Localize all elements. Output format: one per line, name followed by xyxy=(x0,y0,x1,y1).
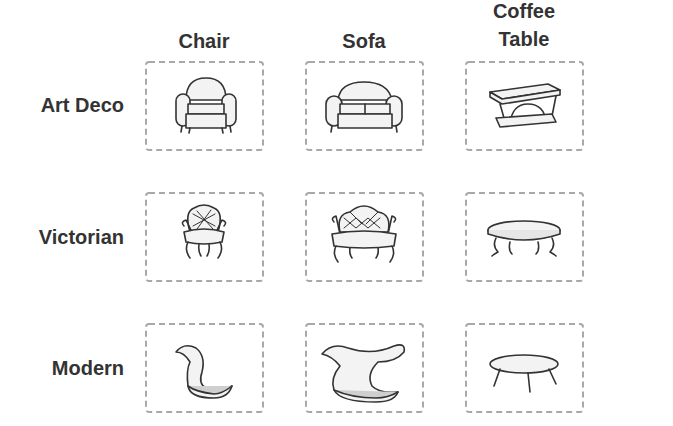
art-deco-coffee-table xyxy=(490,84,560,127)
art-deco-chair xyxy=(176,78,236,133)
row-heading-text: Victorian xyxy=(39,226,124,248)
art-deco-sofa xyxy=(326,82,402,132)
row-heading-text: Modern xyxy=(52,357,124,379)
column-heading-text: Coffee Table xyxy=(493,0,555,50)
victorian-coffee-table xyxy=(488,221,560,256)
modern-chair xyxy=(176,346,232,398)
column-heading-text: Chair xyxy=(178,30,229,52)
modern-sofa xyxy=(322,345,404,402)
victorian-chair xyxy=(182,205,225,258)
row-heading-text: Art Deco xyxy=(41,94,124,116)
column-heading: Chair xyxy=(164,27,244,55)
column-heading: Coffee Table xyxy=(479,0,569,53)
row-heading: Art Deco xyxy=(0,91,124,119)
column-heading: Sofa xyxy=(324,27,404,55)
modern-coffee-table xyxy=(490,355,558,392)
column-heading-text: Sofa xyxy=(342,30,385,52)
row-heading: Victorian xyxy=(0,223,124,251)
victorian-sofa xyxy=(332,206,396,262)
row-heading: Modern xyxy=(0,354,124,382)
dashed-frame xyxy=(146,62,583,412)
